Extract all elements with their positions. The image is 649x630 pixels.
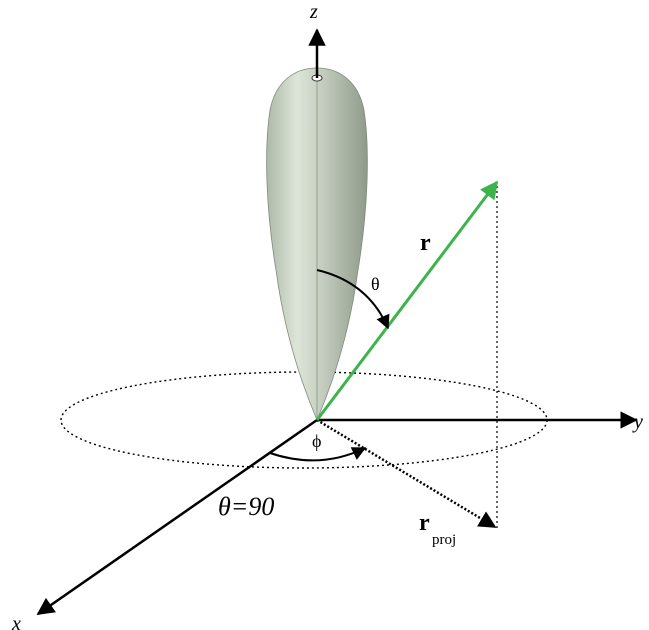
x-axis [36,418,318,616]
r-proj-vector [316,418,497,529]
theta-equals-90-label: θ=90 [218,492,274,521]
r-vector-label: r [420,230,431,256]
r-proj-subscript: proj [432,532,456,548]
y-axis-label: y [632,411,643,433]
theta-label: θ [371,274,380,294]
phi-arc [269,447,367,462]
theta-arc [316,269,390,330]
x-axis-label: x [11,613,21,630]
z-axis-label: z [309,1,318,23]
phi-label: ϕ [312,431,321,451]
r-proj-label: r [419,510,430,536]
r-vector [315,180,499,421]
